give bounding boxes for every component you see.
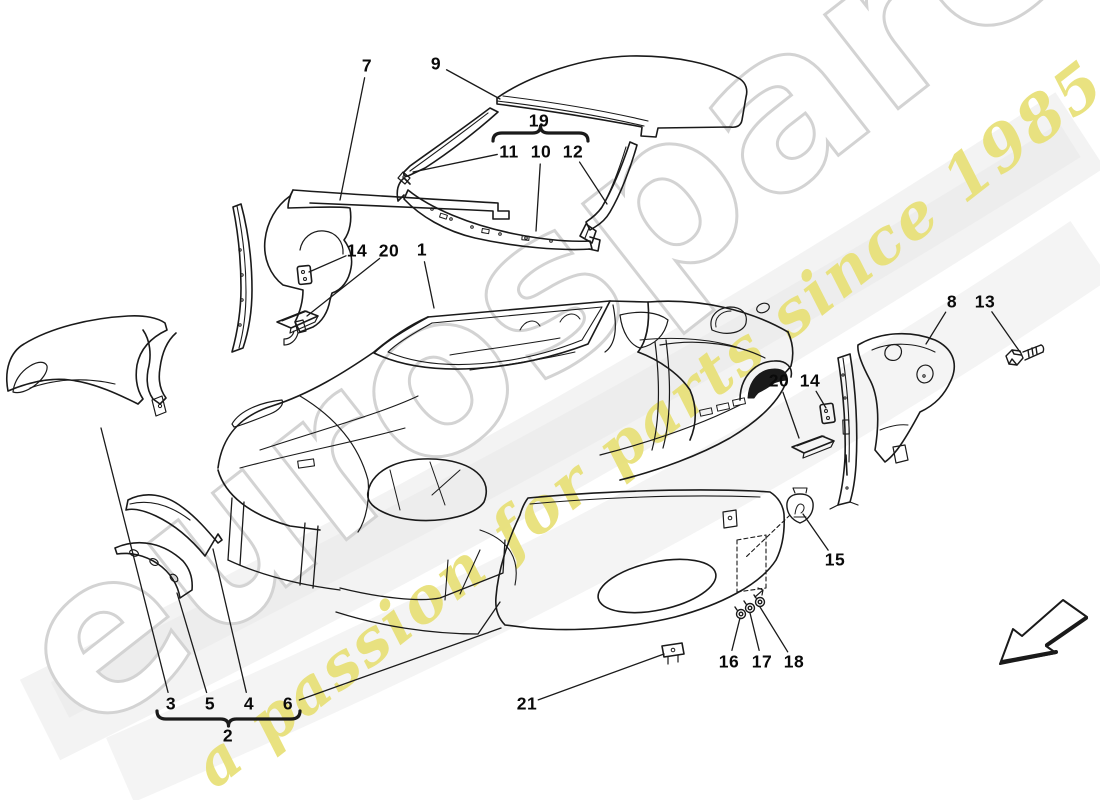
part-inner-wheelhouse-panel — [231, 189, 510, 353]
leader-line-20-7 — [306, 257, 381, 317]
leader-line-11-3 — [412, 153, 498, 173]
leader-line-4-20 — [212, 548, 247, 693]
callout-label-18-16: 18 — [783, 651, 805, 672]
brace-1 — [491, 124, 590, 143]
leader-line-8-9 — [925, 311, 947, 345]
part-rear-quarter-panel — [857, 332, 956, 464]
callout-label-20-7: 20 — [378, 240, 400, 261]
callout-label-3-18: 3 — [165, 693, 177, 714]
part-shim-right — [819, 402, 836, 425]
part-clip — [661, 642, 685, 665]
leader-line-18-16 — [759, 606, 789, 653]
part-front-fender — [6, 315, 177, 417]
leader-line-14-12 — [815, 390, 827, 409]
callout-label-13-10: 13 — [974, 291, 996, 312]
brace-0 — [155, 709, 302, 728]
callout-label-21-17: 21 — [516, 693, 538, 714]
callout-label-1-8: 1 — [416, 239, 428, 260]
callout-label-4-20: 4 — [243, 693, 255, 714]
callout-label-5-19: 5 — [204, 693, 216, 714]
leader-line-13-10 — [991, 311, 1021, 353]
leader-line-15-13 — [802, 513, 829, 551]
callout-label-11-3: 11 — [499, 141, 519, 162]
part-main-bodyshell — [217, 300, 794, 635]
callout-label-14-6: 14 — [346, 240, 368, 261]
watermark-swoosh — [19, 92, 1100, 800]
part-front-trim-strip-upper — [125, 494, 223, 557]
leader-line-9-1 — [445, 69, 501, 100]
part-inner-b-pillar — [829, 353, 859, 510]
leader-line-17-15 — [749, 612, 760, 651]
callout-label-15-13: 15 — [824, 549, 846, 570]
leader-line-16-14 — [731, 617, 741, 652]
leader-line-10-4 — [535, 163, 541, 232]
part-bracket-right — [791, 435, 835, 459]
leader-line-6-21 — [298, 627, 502, 701]
leader-line-7-0 — [339, 77, 366, 201]
part-windscreen-left-pillar-trim — [397, 107, 499, 185]
part-bracket-left — [276, 310, 319, 334]
leader-line-14-6 — [308, 255, 347, 273]
part-sill-panel — [495, 489, 791, 631]
leader-line-12-5 — [578, 161, 608, 205]
leader-line-5-19 — [176, 592, 208, 694]
part-shim-left — [296, 264, 313, 286]
part-ferrari-badge — [786, 487, 814, 524]
callout-label-19-2: 19 — [528, 110, 550, 131]
callout-label-16-14: 16 — [718, 651, 740, 672]
leader-lines — [100, 69, 1021, 701]
callout-label-17-15: 17 — [751, 651, 773, 672]
callout-label-14-12: 14 — [799, 370, 821, 391]
callout-label-8-9: 8 — [946, 291, 958, 312]
callout-label-9-1: 9 — [430, 53, 442, 74]
leader-line-3-18 — [100, 427, 169, 694]
part-windscreen-right-pillar-trim — [579, 141, 638, 244]
leader-line-21-17 — [537, 653, 665, 701]
callout-label-20-11: 20 — [768, 370, 790, 391]
leader-line-1-8 — [423, 261, 435, 309]
group-braces — [155, 124, 590, 728]
direction-arrow-icon — [999, 599, 1088, 665]
callout-label-6-21: 6 — [282, 693, 294, 714]
leader-line-20-11 — [782, 391, 800, 439]
part-roof-panel — [496, 55, 748, 138]
callout-label-2-22: 2 — [222, 725, 234, 746]
callout-label-7-0: 7 — [361, 55, 373, 76]
callout-label-10-4: 10 — [530, 141, 552, 162]
part-bolt — [1005, 344, 1045, 366]
callout-label-12-5: 12 — [562, 141, 584, 162]
